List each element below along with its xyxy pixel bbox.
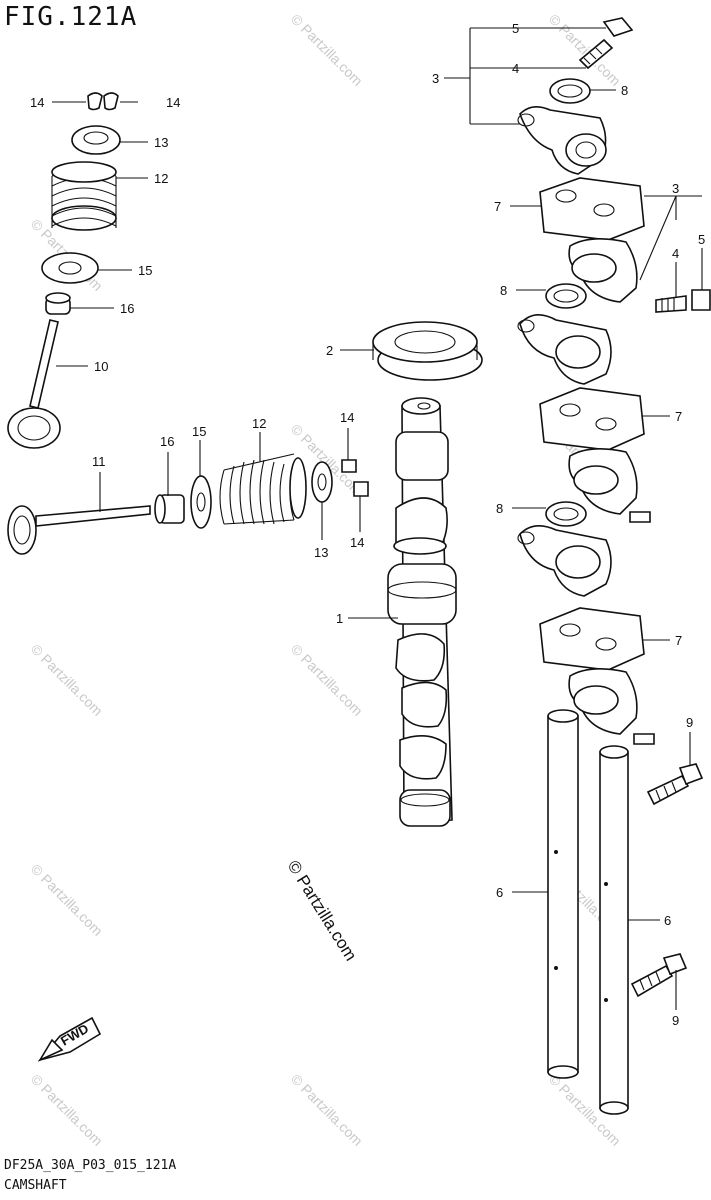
callout-3: 3 <box>672 181 679 196</box>
callout-5: 5 <box>512 21 519 36</box>
watermark: © Partzilla.com <box>28 1071 106 1149</box>
diagram-caption: CAMSHAFT <box>4 1178 67 1193</box>
callout-9: 9 <box>672 1013 679 1028</box>
rocker-8-second <box>545 283 587 309</box>
rocker-arm-fourth <box>568 448 651 523</box>
callout-13: 13 <box>154 135 168 150</box>
callout-11: 11 <box>92 454 106 469</box>
camshaft-1 <box>387 397 457 827</box>
leader-lines <box>52 27 703 1010</box>
callout-7: 7 <box>675 409 682 424</box>
callout-8: 8 <box>621 83 628 98</box>
diagram-code: DF25A_30A_P03_015_121A <box>4 1158 177 1173</box>
center-watermark: © Partzilla.com <box>284 857 361 964</box>
rocker-bracket-7-2 <box>539 387 645 451</box>
callout-10: 10 <box>94 359 108 374</box>
rocker-screw-4-top <box>578 38 614 70</box>
callout-9: 9 <box>686 715 693 730</box>
rocker-shaft-6-right <box>599 745 629 1115</box>
oil-seal-2 <box>372 321 483 381</box>
figure-title: FIG.121A <box>4 2 138 32</box>
valve-11-exhaust <box>7 505 151 555</box>
callout-14: 14 <box>30 95 44 110</box>
callout-12: 12 <box>252 416 266 431</box>
watermark: © Partzilla.com <box>288 1071 366 1149</box>
callout-13: 13 <box>314 545 328 560</box>
callout-16: 16 <box>160 434 174 449</box>
valve-10-intake <box>7 319 61 449</box>
callout-14: 14 <box>166 95 180 110</box>
rocker-arm-third <box>517 314 612 385</box>
callout-6: 6 <box>496 885 503 900</box>
rocker-nut-5-second <box>691 289 711 311</box>
valve-13-retainer-side <box>311 461 333 503</box>
rocker-8-third <box>545 501 587 527</box>
valve-12-spring-top <box>51 161 117 231</box>
watermark: © Partzilla.com <box>28 641 106 719</box>
valve-16-seal-top <box>45 292 71 315</box>
rocker-8-top <box>549 78 591 104</box>
valve-14-cotters-side <box>341 459 369 497</box>
callout-16: 16 <box>120 301 134 316</box>
callout-4: 4 <box>512 61 519 76</box>
callout-14: 14 <box>350 535 364 550</box>
callout-12: 12 <box>154 171 168 186</box>
rocker-arm-fifth <box>517 525 612 597</box>
watermark-group: © Partzilla.com © Partzilla.com © Partzi… <box>28 11 624 1149</box>
callout-14: 14 <box>340 410 354 425</box>
valve-15-seat-top <box>41 252 99 284</box>
rocker-nut-5-top <box>602 17 634 37</box>
bolt-9-lower <box>630 953 688 998</box>
callout-3: 3 <box>432 71 439 86</box>
callout-15: 15 <box>138 263 152 278</box>
watermark: © Partzilla.com <box>288 641 366 719</box>
valve-16-seal-side <box>154 494 185 524</box>
rocker-shaft-6-left <box>547 709 579 1079</box>
callout-7: 7 <box>675 633 682 648</box>
callout-7: 7 <box>494 199 501 214</box>
callout-8: 8 <box>500 283 507 298</box>
rocker-screw-4-second <box>655 295 687 313</box>
rocker-arm-sixth <box>568 668 655 745</box>
callout-2: 2 <box>326 343 333 358</box>
callout-8: 8 <box>496 501 503 516</box>
callout-6: 6 <box>664 913 671 928</box>
rocker-bracket-7-1 <box>539 177 645 241</box>
rocker-arm-3-second <box>568 238 638 303</box>
rocker-bracket-7-3 <box>539 607 645 671</box>
rocker-arm-3-top <box>517 106 607 175</box>
callout-labels: 14 14 13 12 15 16 10 11 16 15 12 13 14 1… <box>30 21 705 1028</box>
callout-5: 5 <box>698 232 705 247</box>
fwd-arrow-icon: FWD <box>37 1016 102 1062</box>
valve-13-retainer-top <box>71 125 121 155</box>
valve-12-spring-side <box>219 453 307 525</box>
bolt-9-upper <box>646 763 704 806</box>
callout-4: 4 <box>672 246 679 261</box>
callout-1: 1 <box>336 611 343 626</box>
callout-15: 15 <box>192 424 206 439</box>
watermark: © Partzilla.com <box>288 11 366 89</box>
valve-15-seat-side <box>190 475 212 529</box>
valve-14-cotters-top <box>87 92 119 111</box>
watermark: © Partzilla.com <box>28 861 106 939</box>
